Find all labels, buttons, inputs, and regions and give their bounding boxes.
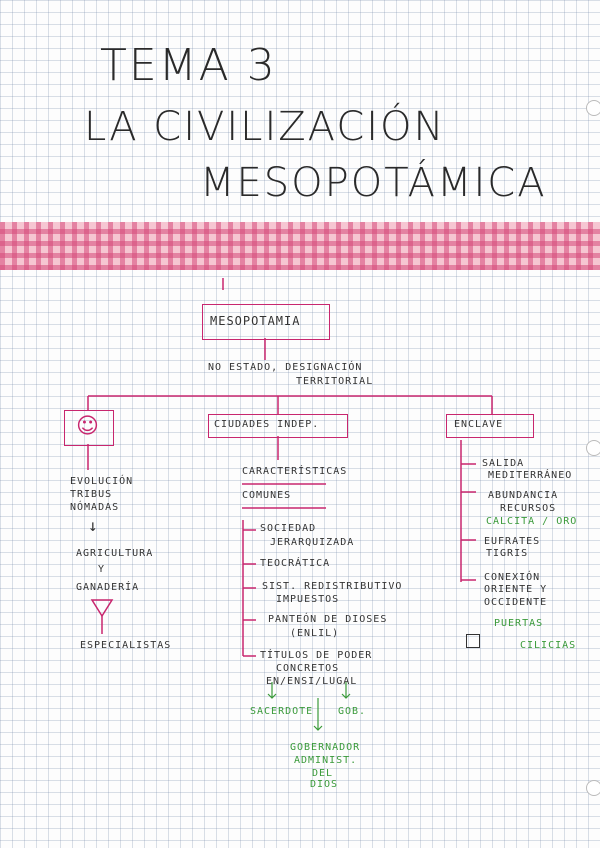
root-node-box [202,304,330,340]
left-agricultura: AGRICULTURA [76,548,154,559]
center-item-5-line-1: TÍTULOS DE PODER [260,650,373,661]
left-ganaderia: GANADERÍA [76,582,140,593]
green-gobernador-1: GOBERNADOR [290,742,361,753]
green-gobernador-2: ADMINIST. [294,755,358,766]
root-note-line-2: TERRITORIAL [296,376,374,387]
checkbox-icon [466,634,480,648]
left-y: Y [98,564,106,575]
center-item-1-line-2: JERARQUIZADA [270,537,355,548]
center-item-3-line-2: IMPUESTOS [276,594,340,605]
root-node-label: MESOPOTAMIA [210,314,301,328]
decorative-washi-tape [0,222,600,270]
green-sacerdote: SACERDOTE [250,706,314,717]
left-arrow: ↓ [88,516,99,535]
left-line-3: NÓMADAS [70,502,120,513]
center-item-2-line-1: TEOCRÁTICA [260,558,331,569]
green-gobernador-4: DIOS [310,779,339,790]
right-item-3-line-2: TIGRIS [486,548,529,559]
punch-hole-top [586,100,600,116]
center-comunes: COMUNES [242,490,292,501]
right-item-2-line-3: CALCITA / ORO [486,516,578,527]
center-item-5-line-3: EN/ENSI/LUGAL [266,676,358,687]
right-item-4-line-1: CONEXIÓN [484,572,541,583]
right-node-box [446,414,534,438]
center-item-4-line-2: (ENLIL) [290,628,340,639]
center-item-5-line-2: CONCRETOS [276,663,340,674]
punch-hole-middle [586,440,600,456]
right-node-label: ENCLAVE [454,419,504,430]
left-line-2: TRIBUS [70,489,113,500]
left-especialistas: ESPECIALISTAS [80,640,172,651]
center-item-3-line-1: SIST. REDISTRIBUTIVO [262,581,403,592]
face-doodle-icon: ☺ [76,414,99,439]
center-node-label: CIUDADES INDEP. [214,419,320,430]
right-item-2-line-1: ABUNDANCIA [488,490,559,501]
right-item-2-line-2: RECURSOS [500,503,557,514]
right-item-1-line-1: SALIDA [482,458,525,469]
center-item-1-line-1: SOCIEDAD [260,523,317,534]
left-face-box [64,410,114,446]
green-gob: GOB. [338,706,367,717]
right-item-4-line-2: ORIENTE Y [484,584,548,595]
punch-hole-bottom [586,780,600,796]
right-cilicias: CILICIAS [520,640,577,651]
root-note-line-1: NO ESTADO, DESIGNACIÓN [208,362,363,373]
center-item-4-line-1: PANTEÓN DE DIOSES [268,614,388,625]
right-item-4-line-3: OCCIDENTE [484,597,548,608]
right-puertas: PUERTAS [494,618,544,629]
green-gobernador-3: DEL [312,768,334,779]
right-item-3-line-1: EUFRATES [484,536,541,547]
center-node-box [208,414,348,438]
center-caracteristicas: CARACTERÍSTICAS [242,466,348,477]
title-line-2: MESOPOTÁMICA [200,160,547,206]
left-line-1: EVOLUCIÓN [70,476,134,487]
right-item-1-line-2: MEDITERRÁNEO [488,470,573,481]
tema-heading: TEMA 3 [100,40,277,91]
title-line-1: LA CIVILIZACIÓN [84,104,446,150]
